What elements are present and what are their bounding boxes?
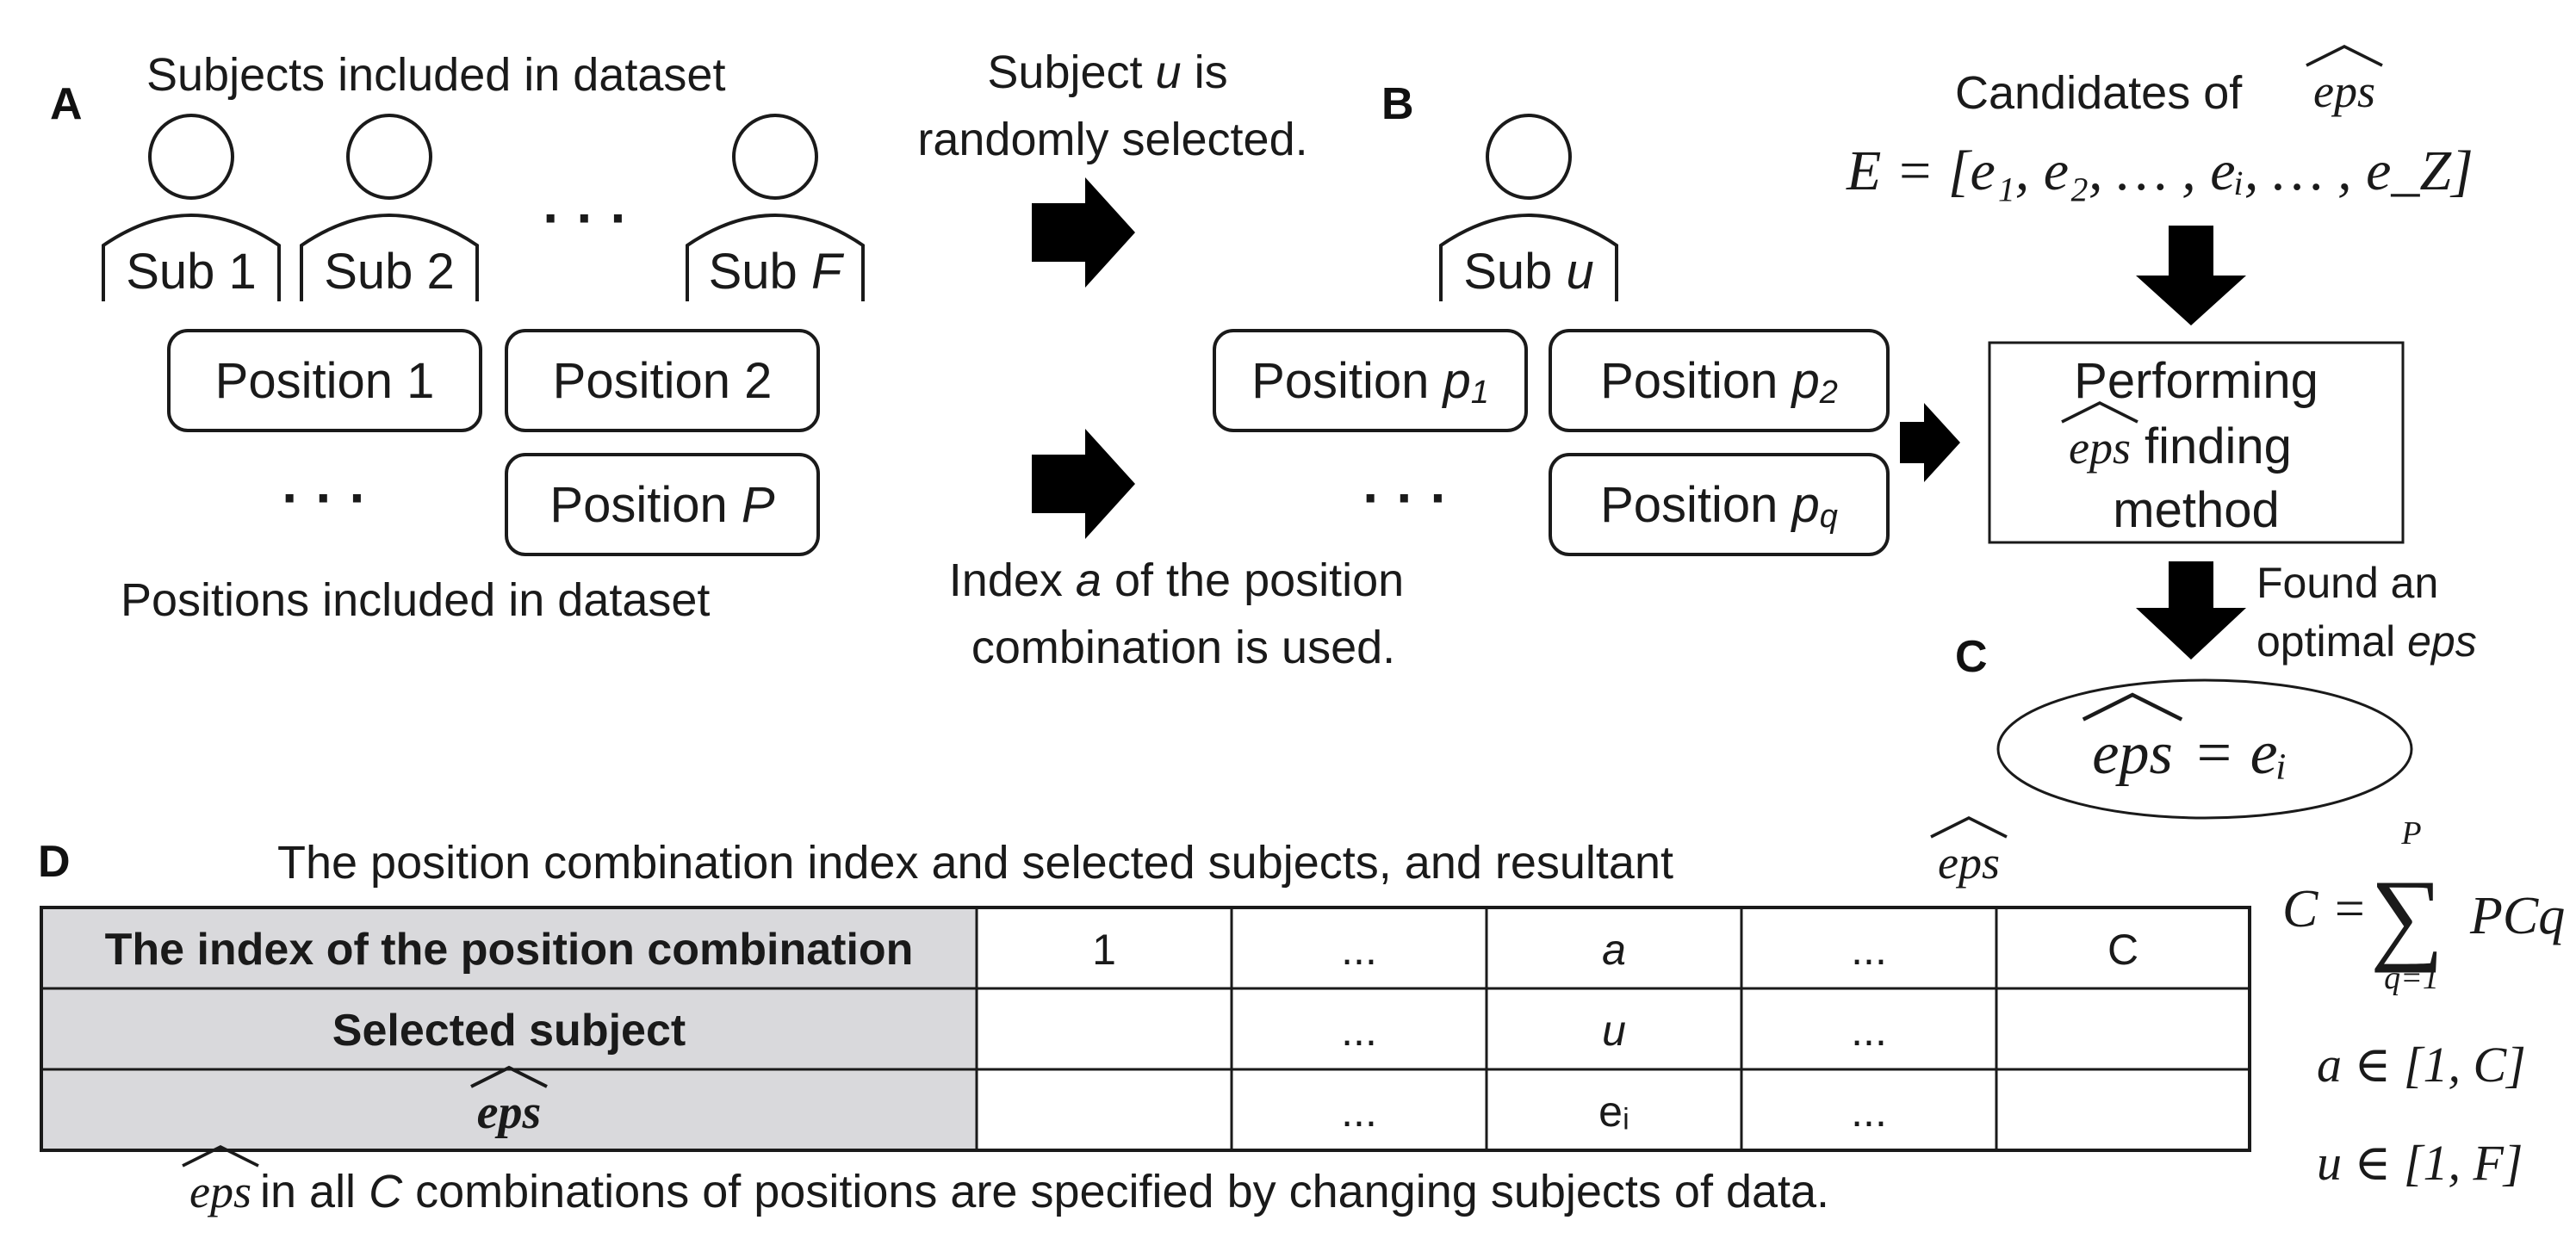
table-heading: The position combination index and selec… [277, 837, 1673, 889]
svg-text:eᵢ: eᵢ [1598, 1087, 1629, 1136]
svg-text:Position p2: Position p2 [1600, 353, 1838, 411]
subject-label-2: Sub 2 [324, 244, 455, 300]
candidates-formula: E = [e₁, e₂, … , eᵢ, … , e_Z] [1846, 139, 2474, 202]
index-used-note-line2: combination is used. [971, 622, 1395, 673]
row-header-index: The index of the position combination [105, 925, 914, 975]
formula-sum-term: PCq [2469, 887, 2565, 945]
formula-u-range: u ∈ [1, F] [2317, 1135, 2523, 1191]
arrow-right-index [1032, 429, 1135, 539]
svg-text:u: u [1602, 1007, 1626, 1055]
candidates-label: Candidates of [1955, 67, 2243, 119]
svg-text:...: ... [1851, 1087, 1887, 1136]
arrow-down-candidates [2136, 226, 2246, 325]
table-footer: in all C combinations of positions are s… [260, 1166, 1829, 1217]
svg-text:Position 2: Position 2 [553, 353, 773, 409]
found-note-line2: optimal eps [2256, 617, 2477, 666]
formula-sum-upper: P [2400, 815, 2421, 852]
formula-a-range: a ∈ [1, C] [2317, 1037, 2526, 1093]
svg-text:Performing: Performing [2074, 353, 2318, 409]
subject-icon-1: Sub 1 [102, 114, 281, 301]
subject-label-u: Sub u [1463, 244, 1594, 300]
position-box-2: Position 2 [505, 329, 820, 432]
panel-label-c: C [1955, 632, 1988, 682]
svg-text:finding: finding [2145, 418, 2292, 474]
formula-block: C = ∑ P q=1 PCq a ∈ [1, C] u ∈ [1, F] [2282, 815, 2565, 1191]
method-box: Performing finding method [1988, 341, 2405, 544]
table-row-index: 1 ... a ... C [1092, 926, 2138, 974]
positions-heading: Positions included in dataset [121, 574, 710, 626]
position-box-p2: Position p2 [1549, 329, 1890, 432]
svg-text:...: ... [1851, 1007, 1887, 1055]
subject-label-1: Sub 1 [126, 244, 257, 300]
subject-icon-f: Sub F [686, 114, 865, 301]
subject-selected-note-line1: Subject u is [987, 46, 1227, 98]
svg-text:...: ... [1341, 1007, 1377, 1055]
formula-sum-sign: ∑ [2370, 858, 2444, 973]
b-positions-ellipsis: · · · [1362, 467, 1449, 529]
subjects-heading: Subjects included in dataset [146, 49, 725, 101]
svg-text:Position pq: Position pq [1600, 477, 1838, 535]
svg-text:1: 1 [1092, 926, 1116, 974]
arrow-right-subject [1032, 177, 1135, 288]
row-header-subject: Selected subject [332, 1006, 686, 1056]
found-note-line1: Found an [2256, 559, 2438, 607]
panel-label-d: D [38, 837, 71, 887]
svg-text:...: ... [1341, 926, 1377, 974]
index-used-note-line1: Index a of the position [949, 554, 1404, 606]
position-box-1: Position 1 [167, 329, 482, 432]
table-row-subject: ... u ... [1341, 1007, 1887, 1055]
svg-text:Position p1: Position p1 [1251, 353, 1489, 411]
subject-label-f: Sub F [709, 244, 845, 300]
svg-text:...: ... [1851, 926, 1887, 974]
position-box-p: Position P [505, 453, 820, 556]
row-header-eps: eps [470, 1065, 548, 1139]
subjects-ellipsis: · · · [543, 187, 629, 249]
position-box-p1: Position p1 [1213, 329, 1528, 432]
arrow-down-found [2136, 561, 2246, 660]
position-box-pq: Position pq [1549, 453, 1890, 556]
svg-text:= eᵢ: = eᵢ [2193, 718, 2287, 787]
svg-text:Position P: Position P [549, 477, 774, 533]
subject-icon-u: Sub u [1439, 114, 1618, 301]
arrow-right-positions [1900, 403, 1960, 482]
svg-text:a: a [1602, 926, 1626, 974]
svg-text:...: ... [1341, 1087, 1377, 1136]
panel-label-b: B [1381, 79, 1414, 129]
subject-icon-2: Sub 2 [300, 114, 479, 301]
positions-ellipsis: · · · [282, 467, 368, 529]
panel-label-a: A [50, 79, 83, 129]
svg-text:Position 1: Position 1 [215, 353, 435, 409]
result-ellipse: = eᵢ [1996, 678, 2413, 820]
table-row-eps: ... eᵢ ... [1341, 1087, 1887, 1136]
svg-text:eps: eps [477, 1086, 542, 1139]
svg-text:C: C [2107, 926, 2138, 974]
formula-sum-lower: q=1 [2384, 960, 2439, 996]
combination-table: The index of the position combination Se… [40, 906, 2251, 1152]
svg-text:method: method [2113, 482, 2279, 538]
formula-c-lhs: C = [2282, 880, 2368, 938]
subject-selected-note-line2: randomly selected. [917, 114, 1307, 165]
